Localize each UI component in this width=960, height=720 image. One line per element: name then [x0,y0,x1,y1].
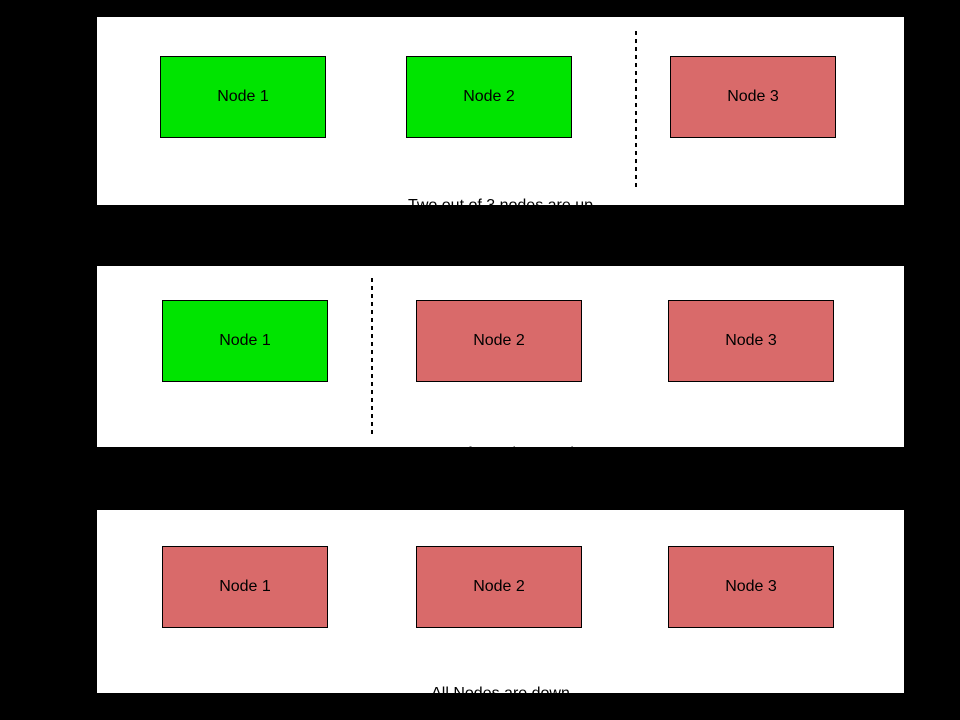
node-label: Node 1 [219,332,271,349]
scenario-panel-two-nodes-down: Node 1 Node 2 Node 3 Two out of 3 nodes … [96,265,905,525]
caption-line-1: Two out of 3 nodes are down [397,445,604,462]
node-box: Node 2 [416,546,582,628]
network-partition-divider [635,31,637,190]
caption-line-1: All Nodes are down [431,685,570,702]
node-box: Node 3 [668,300,834,382]
node-box: Node 1 [160,56,326,138]
node-label: Node 3 [725,578,777,595]
node-box: Node 2 [406,56,572,138]
node-label: Node 1 [219,578,271,595]
scenario-panel-all-nodes-down: Node 1 Node 2 Node 3 All Nodes are down … [96,509,905,702]
caption-line-1: Two out of 3 nodes are up [407,197,593,214]
node-label: Node 3 [725,332,777,349]
node-box: Node 1 [162,300,328,382]
node-box: Node 3 [670,56,836,138]
scenario-panel-two-nodes-up: Node 1 Node 2 Node 3 Two out of 3 nodes … [96,16,905,277]
node-box: Node 3 [668,546,834,628]
node-box: Node 2 [416,300,582,382]
node-label: Node 3 [727,88,779,105]
node-label: Node 1 [217,88,269,105]
node-label: Node 2 [473,578,525,595]
node-label: Node 2 [463,88,515,105]
scenario-caption: All Nodes are down Majority Fails & Clus… [97,641,904,720]
node-label: Node 2 [473,332,525,349]
network-partition-divider [371,278,373,438]
node-box: Node 1 [162,546,328,628]
